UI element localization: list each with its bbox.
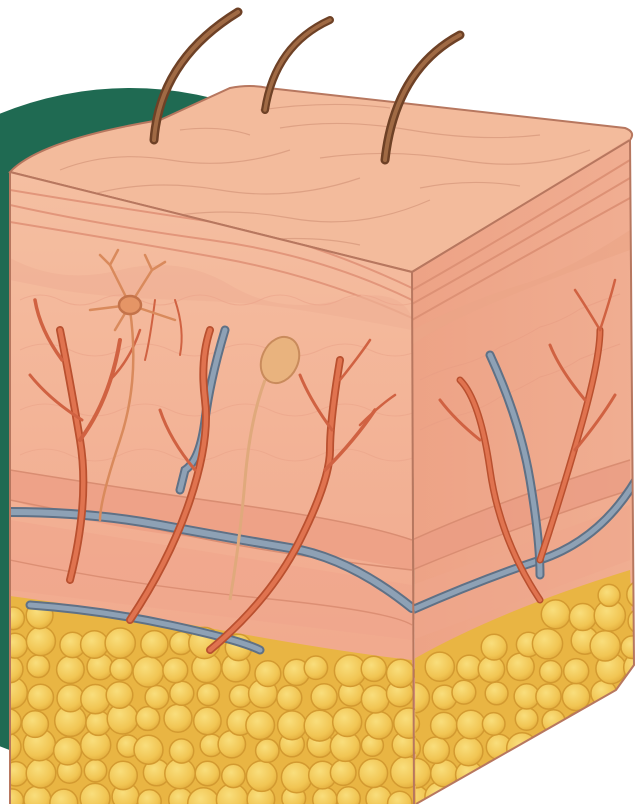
fat-cell bbox=[515, 708, 538, 731]
fat-cell bbox=[136, 707, 160, 731]
fat-cell bbox=[27, 655, 50, 678]
fat-cell bbox=[457, 710, 486, 739]
fat-cell bbox=[246, 761, 277, 792]
fat-cell bbox=[569, 604, 596, 631]
fat-cell bbox=[485, 682, 508, 705]
fat-cell bbox=[81, 685, 110, 714]
fat-cell bbox=[105, 628, 135, 658]
fat-cell bbox=[311, 684, 337, 710]
fat-cell bbox=[359, 759, 388, 788]
fat-cell bbox=[452, 680, 476, 704]
fat-cell bbox=[313, 787, 337, 804]
fat-cell bbox=[26, 627, 55, 656]
fat-cell bbox=[110, 658, 132, 680]
fat-cell bbox=[590, 631, 620, 661]
fat-cell bbox=[141, 631, 168, 658]
fat-cell bbox=[304, 656, 327, 679]
fat-cell bbox=[81, 631, 109, 659]
fat-cell bbox=[86, 711, 111, 736]
fat-cell bbox=[194, 707, 221, 734]
fat-cell bbox=[361, 685, 389, 713]
fat-cell bbox=[134, 735, 163, 764]
fat-cell bbox=[365, 712, 392, 739]
fat-cell bbox=[330, 760, 356, 786]
fat-cell bbox=[145, 686, 169, 710]
fat-cell bbox=[109, 761, 137, 789]
fat-cell bbox=[454, 737, 483, 766]
fat-cell bbox=[84, 760, 106, 782]
fat-cell bbox=[22, 711, 49, 738]
fat-cell bbox=[163, 658, 188, 683]
fat-cell bbox=[54, 737, 82, 765]
fat-cell bbox=[106, 682, 133, 709]
fat-cell bbox=[222, 764, 245, 787]
fat-cell bbox=[304, 710, 335, 741]
fat-cell bbox=[170, 681, 194, 705]
fat-cell bbox=[431, 712, 457, 738]
fat-cell bbox=[425, 652, 454, 681]
fat-cell bbox=[278, 711, 307, 740]
fat-cell bbox=[26, 758, 56, 788]
fat-cell bbox=[333, 708, 362, 737]
fat-cell bbox=[564, 659, 589, 684]
fat-cell bbox=[57, 685, 84, 712]
fat-cell bbox=[482, 713, 505, 736]
fat-cell bbox=[57, 656, 85, 684]
fat-cell bbox=[197, 683, 219, 705]
fat-cell bbox=[541, 600, 570, 629]
fat-cell bbox=[28, 684, 54, 710]
fat-cell bbox=[423, 737, 449, 763]
fat-cell bbox=[246, 711, 275, 740]
fat-cell bbox=[256, 739, 279, 762]
fat-cell bbox=[598, 584, 620, 606]
fat-cell bbox=[361, 656, 386, 681]
fat-cell bbox=[195, 761, 220, 786]
fat-cell bbox=[255, 661, 281, 687]
fat-cell bbox=[481, 634, 507, 660]
fat-cell bbox=[133, 657, 164, 688]
fat-cell bbox=[277, 685, 302, 710]
fat-cell bbox=[540, 661, 562, 683]
fat-cell bbox=[536, 684, 561, 709]
fat-cell bbox=[337, 787, 361, 804]
fat-cell bbox=[170, 739, 194, 763]
fat-cell bbox=[164, 704, 192, 732]
fat-cell bbox=[532, 629, 562, 659]
fat-cell bbox=[387, 659, 415, 687]
fat-cell bbox=[281, 762, 312, 793]
